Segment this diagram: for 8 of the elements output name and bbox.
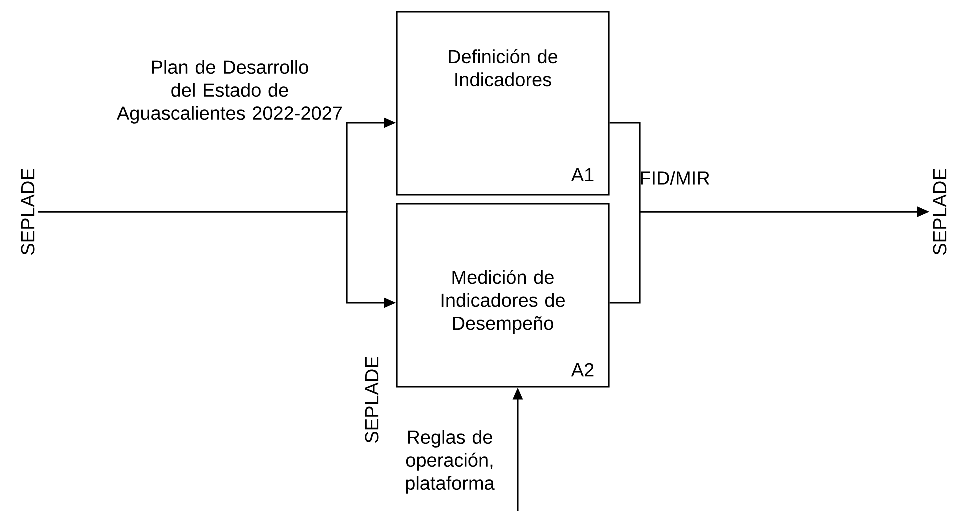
activity-box: Definición de Indicadores A1 xyxy=(396,11,610,196)
activity-box: Medición de Indicadores de Desempeño A2 xyxy=(396,203,610,388)
source-label: SEPLADE xyxy=(21,168,35,255)
source-label: SEPLADE xyxy=(365,356,379,443)
source-label: SEPLADE xyxy=(933,168,947,255)
edge-label: Plan de Desarrollo del Estado de Aguascalientes 2022-2027 xyxy=(117,60,342,124)
edge-label: FID/MIR xyxy=(641,171,710,185)
edge-label: Reglas de operación, plataforma xyxy=(406,430,495,494)
